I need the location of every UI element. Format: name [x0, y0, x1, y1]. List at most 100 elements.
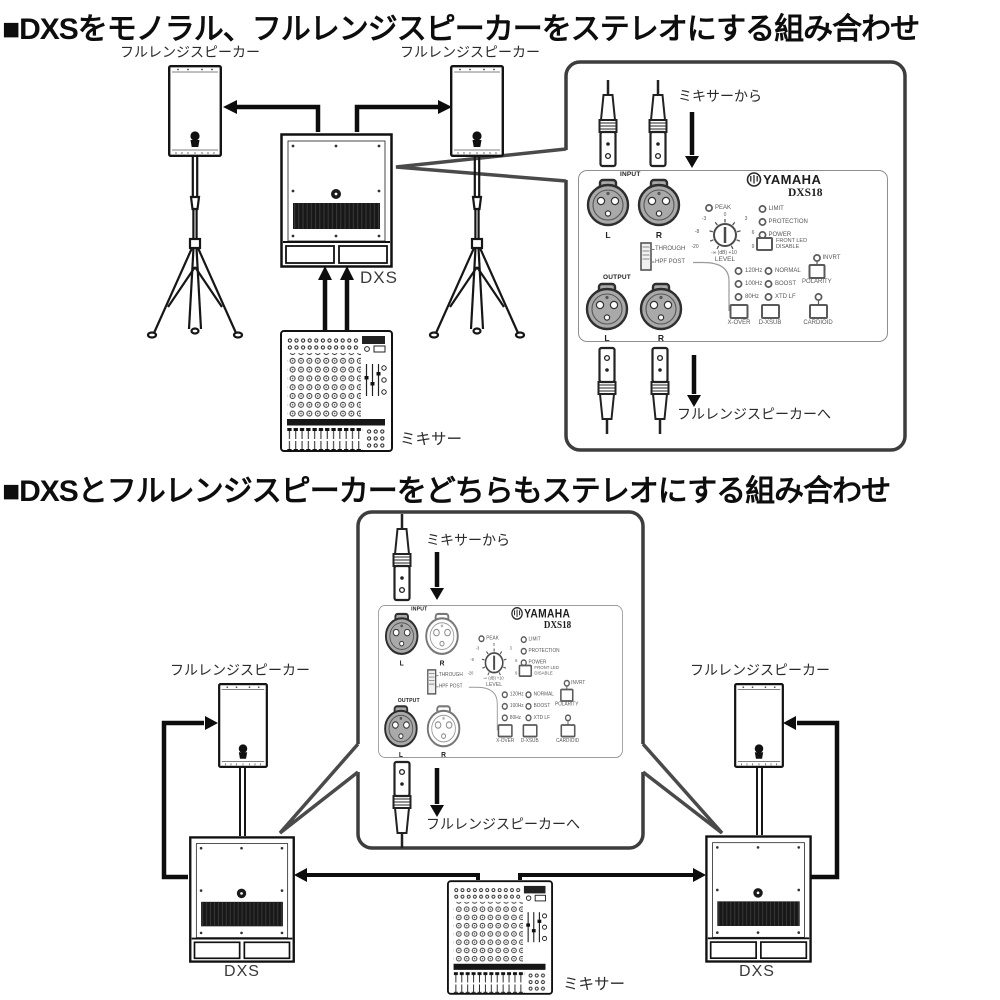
peak-label: PEAK — [715, 204, 732, 211]
fullrange-label-left-stereo: フルレンジスピーカー — [170, 662, 310, 678]
output-label: OUTPUT — [603, 274, 631, 281]
boost-label: BOOST — [775, 280, 797, 287]
input-l-label: L — [399, 658, 404, 668]
panel-leds — [705, 204, 823, 305]
arrow-from-mixer-mono — [685, 112, 699, 168]
arrow-dxs-to-left-speaker — [223, 100, 321, 132]
input-l-label: L — [605, 230, 611, 240]
normal-label: NORMAL — [533, 691, 554, 698]
xover-label: X-OVER — [496, 737, 515, 744]
tripod-right — [428, 155, 526, 339]
arrow-to-fullrange-stereo — [430, 768, 444, 817]
fullrange-speaker-right-mono — [450, 65, 504, 157]
freq-120-label: 120Hz — [745, 267, 763, 274]
panel-graphics — [585, 172, 828, 331]
knob-scale-n20: -20 — [467, 670, 474, 677]
protection-label: PROTECTION — [528, 648, 560, 654]
input-label: INPUT — [411, 605, 428, 612]
dxs-subwoofer-stereo-right — [705, 835, 812, 963]
boost-label: BOOST — [533, 703, 551, 709]
speaker-pole-left — [239, 768, 246, 836]
arrow-dxs-to-right-speaker — [354, 100, 452, 132]
xlr-output-l — [384, 705, 418, 748]
dxsub-label: D-XSUB — [758, 319, 782, 326]
from-mixer-label-stereo: ミキサーから — [426, 532, 510, 548]
arrows-mixer-to-dxs-mono — [318, 266, 354, 330]
invrt-label: INVRT — [822, 254, 841, 261]
speaker-pole-right — [756, 768, 763, 835]
brand-label: YAMAHA — [763, 172, 822, 187]
yamaha-logo-icon — [746, 172, 762, 187]
knob-scale-3: 3 — [744, 215, 748, 222]
to-fullrange-label-mono: フルレンジスピーカーへ — [677, 406, 831, 422]
limit-label: LIMIT — [528, 636, 541, 642]
knob-scale-9: 9 — [751, 244, 755, 250]
knob-scale-n3: -3 — [475, 645, 480, 651]
xlr-output-r — [639, 282, 683, 331]
level-knob — [481, 648, 507, 676]
dxs-subwoofer-mono — [280, 133, 393, 268]
wedge-pointer-mono — [395, 147, 567, 183]
mixer-label-stereo: ミキサー — [563, 976, 626, 993]
mixer-stereo — [447, 880, 553, 995]
level-knob — [709, 219, 741, 250]
through-label: THROUGH — [438, 672, 463, 678]
fullrange-speaker-stereo-right — [734, 683, 784, 768]
knob-scale-n8: -8 — [470, 657, 474, 663]
hpf-bracket-line — [468, 686, 498, 731]
output-l-label: L — [398, 749, 403, 759]
knob-scale-0: 0 — [723, 212, 727, 218]
freq-80-label: 80Hz — [745, 293, 760, 300]
input-r-label: R — [439, 658, 445, 668]
hpf-bracket-line — [693, 261, 730, 311]
front-led-label-1: FRONT LED — [776, 237, 808, 244]
hpf-post-label: HPF POST — [438, 683, 463, 690]
from-mixer-label-mono: ミキサーから — [678, 88, 762, 104]
model-label: DXS18 — [788, 186, 823, 199]
polarity-label: POLARITY — [554, 701, 579, 707]
arrow-to-fullrange-mono — [687, 355, 701, 407]
freq-80-label: 80Hz — [509, 714, 522, 721]
hpf-switch — [427, 669, 439, 695]
wedge-pointer-stereo-right — [641, 742, 724, 835]
fullrange-speaker-stereo-left — [218, 683, 268, 768]
knob-scale-n20: -20 — [691, 244, 699, 250]
dxs18-rear-panel: INPUT YAMAHA DXS18 L R PEAK LIMIT PROTEC… — [578, 170, 888, 343]
dxs-subwoofer-stereo-left — [189, 836, 295, 963]
to-fullrange-label-stereo: フルレンジスピーカーへ — [426, 816, 580, 832]
normal-label: NORMAL — [775, 267, 801, 274]
arrow-mixer-to-dxs-left — [294, 868, 480, 882]
fullrange-label-right-stereo: フルレンジスピーカー — [690, 662, 830, 678]
xlr-input-l — [384, 612, 419, 655]
freq-100-label: 100Hz — [509, 703, 524, 709]
xlr-output-r — [426, 705, 461, 748]
knob-scale-range: -∞ (dB) +10 — [483, 676, 504, 682]
dxs-label-stereo-left: DXS — [224, 963, 260, 980]
xtd-lf-label: XTD LF — [533, 714, 550, 721]
arrow-dxs-to-speaker-stereo-left — [161, 716, 218, 880]
level-label: LEVEL — [714, 256, 736, 263]
wedge-pointer-stereo-left — [278, 742, 360, 835]
knob-scale-6: 6 — [751, 230, 755, 236]
panel-buttons — [497, 664, 576, 738]
power-label: POWER — [528, 659, 547, 666]
panel-slot-stereo: INPUT YAMAHA DXS18 L R PEAK LIMIT PROTEC… — [378, 605, 623, 758]
front-led-label-2: DISABLE — [776, 244, 800, 250]
brand-label: YAMAHA — [524, 606, 571, 621]
freq-120-label: 120Hz — [509, 691, 524, 698]
panel-graphics — [384, 606, 576, 748]
arrow-from-mixer-stereo — [430, 552, 444, 600]
knob-scale-9: 9 — [515, 670, 518, 677]
yamaha-logo-icon — [511, 606, 523, 620]
hpf-post-label: HPF POST — [655, 258, 686, 265]
dxsub-label: D-XSUB — [520, 737, 539, 744]
fullrange-label-right-mono: フルレンジスピーカー — [400, 44, 540, 60]
arrow-dxs-to-speaker-stereo-right — [783, 716, 840, 880]
dxs18-rear-panel: INPUT YAMAHA DXS18 L R PEAK LIMIT PROTEC… — [378, 605, 623, 758]
knob-scale-3: 3 — [509, 645, 512, 651]
limit-label: LIMIT — [768, 205, 784, 212]
fullrange-speaker-left-mono — [168, 65, 222, 157]
knob-scale-n3: -3 — [701, 215, 707, 222]
dxs-label-mono: DXS — [360, 268, 398, 287]
